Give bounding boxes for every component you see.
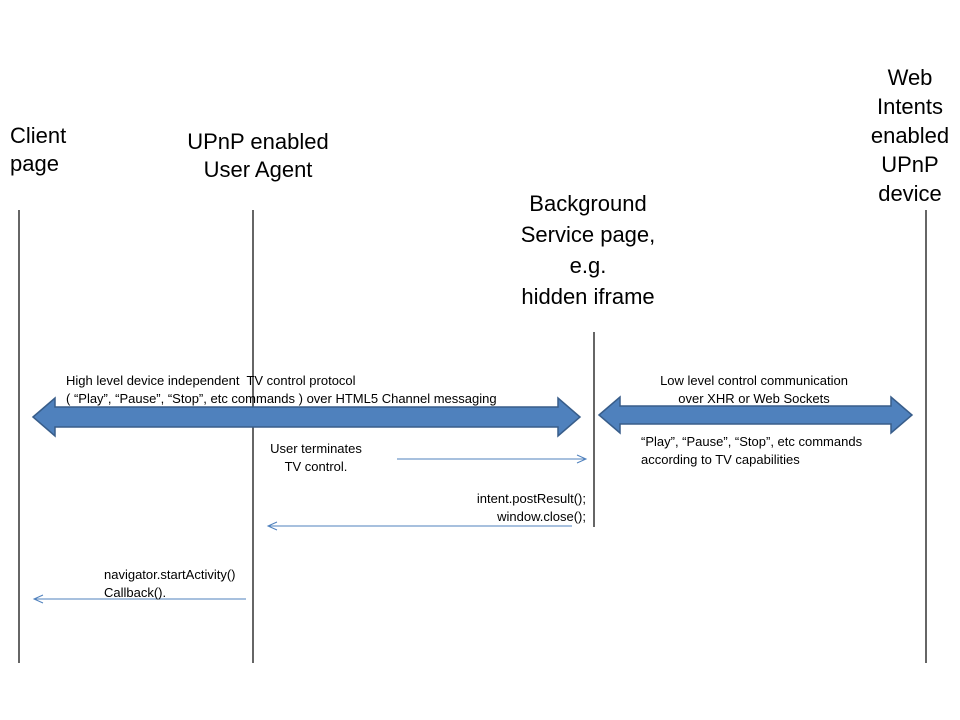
client-page-label: Client page <box>10 123 67 176</box>
background-service-label: Background Service page, e.g. hidden ifr… <box>520 191 656 309</box>
high-level-protocol-arrow <box>31 396 582 438</box>
user-terminates-arrow <box>397 454 588 464</box>
start-activity-label: navigator.startActivity() Callback(). <box>104 567 236 600</box>
device-label: Web Intents enabled UPnP device <box>870 65 950 206</box>
post-result-arrow <box>266 521 572 531</box>
low-level-communication-arrow <box>597 395 914 435</box>
user-terminates-label: User terminates TV control. <box>270 441 362 474</box>
tv-commands-label: “Play”, “Pause”, “Stop”, etc commands ac… <box>641 434 863 467</box>
start-activity-callback-arrow <box>32 594 246 604</box>
post-result-label: intent.postResult(); window.close(); <box>476 491 586 524</box>
low-level-communication-label: Low level control communication over XHR… <box>660 373 848 406</box>
user-agent-label: UPnP enabled User Agent <box>187 129 329 182</box>
high-level-protocol-label: High level device independent TV control… <box>66 373 497 406</box>
